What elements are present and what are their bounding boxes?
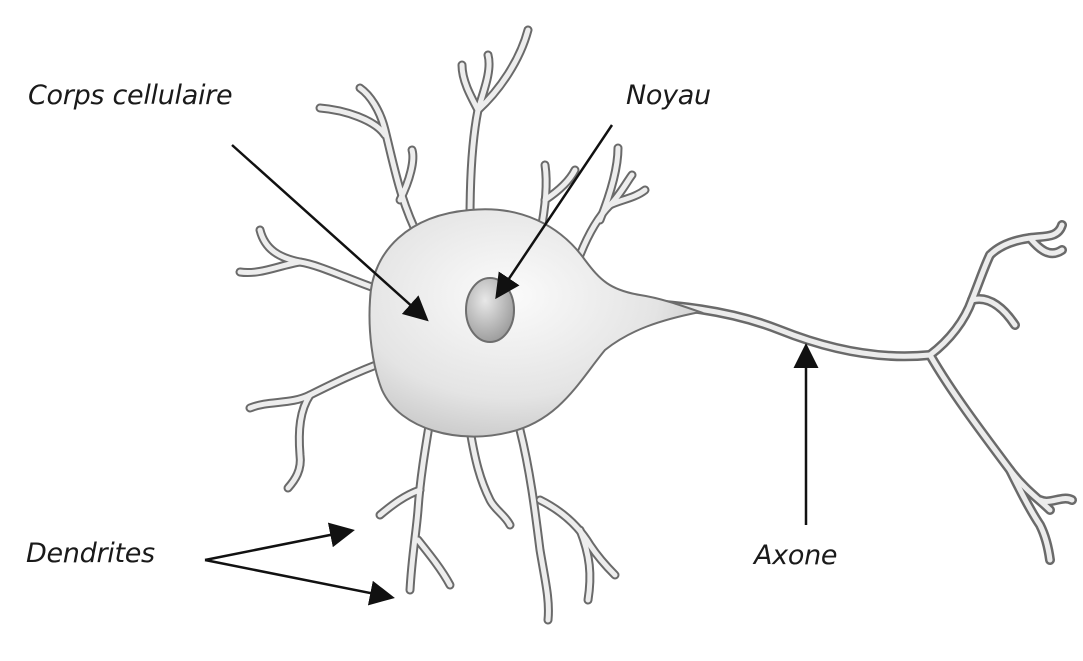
label-cell-body: Corps cellulaire: [28, 80, 232, 111]
nucleus: [466, 278, 514, 342]
label-nucleus: Noyau: [626, 80, 711, 111]
label-dendrites: Dendrites: [26, 538, 155, 569]
arrow-dendrite-2: [205, 560, 390, 597]
cell-body: [370, 209, 701, 436]
label-axon: Axone: [754, 540, 837, 571]
axon: [600, 225, 1072, 560]
arrow-dendrite-1: [205, 531, 350, 560]
